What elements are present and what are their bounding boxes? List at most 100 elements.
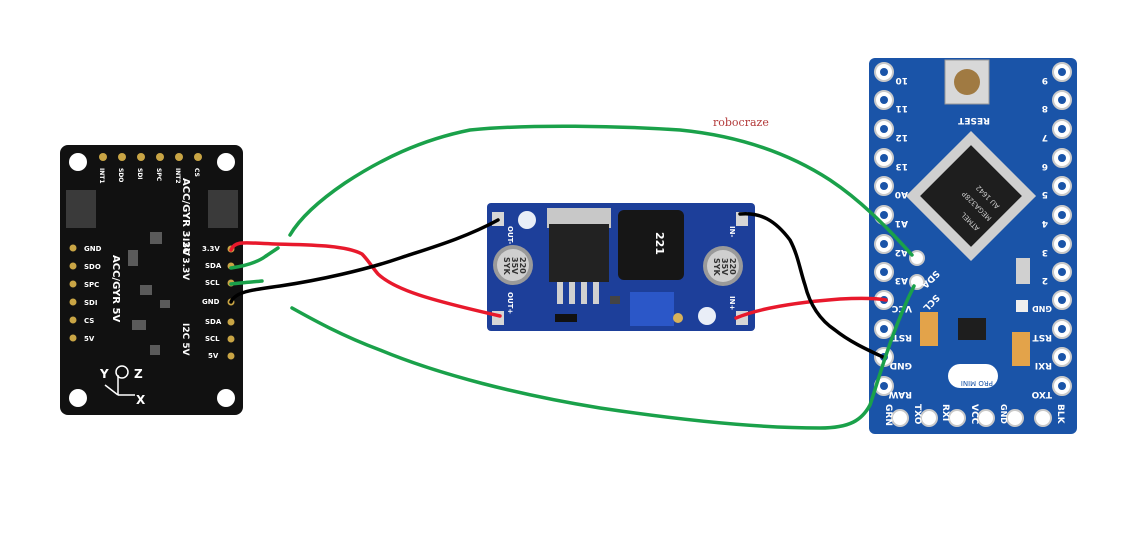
buck-converter-board: OUT- OUT+ IN- IN+ 221 220 35V SYK 220 35	[487, 203, 755, 331]
arduino-pro-mini-board: RESET ATMEL MEGA328P AU 1642 PRO MINI	[869, 58, 1077, 434]
imu-top-pin-int2: INT2	[174, 168, 181, 184]
arduino-reset-button-cap	[954, 69, 980, 95]
buck-mount-hole-tl	[518, 211, 536, 229]
arduino-bottom-header	[891, 409, 1052, 427]
arduino-right-pin-txo: TXO	[1031, 389, 1052, 399]
arduino-left-pin-vcc: VCC	[891, 303, 912, 313]
imu-i2c-33-label: I2C 3.3V	[180, 238, 190, 280]
buck-smd-1	[610, 296, 620, 304]
arduino-right-pin-rxi: RXI	[1035, 360, 1052, 370]
buck-label-in-minus: IN-	[728, 226, 736, 237]
buck-inductor	[618, 210, 684, 280]
imu-left-pin-gnd: GND	[84, 245, 102, 253]
imu-left-pin-spc: SPC	[84, 281, 99, 289]
arduino-left-pin-raw: RAW	[889, 389, 912, 399]
arduino-left-pin-11: 11	[895, 103, 908, 113]
arduino-left-pin-13: 13	[895, 161, 908, 171]
imu-left-header	[69, 244, 77, 342]
arduino-right-header	[1052, 62, 1072, 396]
buck-mount-hole-br	[698, 307, 716, 325]
imu-right-pin-scl: SCL	[205, 279, 220, 287]
arduino-cap-2	[1012, 332, 1030, 366]
arduino-right-pin-9: 9	[1042, 75, 1048, 85]
arduino-left-pin-gnd: GND	[890, 360, 912, 370]
arduino-bottom-pin-grn: GRN	[883, 404, 893, 426]
imu-axis-x: X	[136, 393, 146, 407]
imu-right-pin-sda-5v: SDA	[205, 318, 222, 326]
buck-cap-right-value: 220	[728, 258, 737, 275]
imu-i2c-5-label: I2C 5V	[180, 323, 190, 356]
arduino-reset-label: RESET	[957, 115, 990, 125]
imu-right-pin-3v3: 3.3V	[202, 245, 220, 253]
arduino-left-pin-a0: A0	[895, 189, 908, 199]
imu-left-pin-cs: CS	[84, 317, 94, 325]
imu-regulator-left	[66, 190, 96, 228]
imu-top-pin-sdi: SDI	[136, 168, 143, 180]
imu-left-pin-sdi: SDI	[84, 299, 97, 307]
imu-left-pin-5v: 5V	[84, 335, 95, 343]
buck-trimpot-screw	[673, 313, 683, 323]
imu-top-pin-int1: INT1	[98, 168, 105, 184]
buck-label-out-plus: OUT+	[506, 292, 514, 314]
arduino-cap-1	[920, 312, 938, 346]
imu-top-pin-sdo: SDO	[117, 168, 124, 182]
arduino-left-pin-a2: A2	[895, 247, 908, 257]
imu-board: INT1 SDO SDI SPC INT2 CS ACC/GYR 3.3V GN…	[60, 145, 243, 415]
arduino-right-pin-3: 3	[1042, 247, 1048, 257]
arduino-right-pin-4: 4	[1042, 218, 1048, 228]
buck-pad-in-minus	[736, 212, 748, 226]
wire-sda-imu-stub	[264, 246, 280, 258]
arduino-bottom-pin-vcc: VCC	[969, 404, 979, 425]
imu-axes-icon	[104, 365, 135, 396]
wire-ground-buck-to-arduino	[738, 211, 887, 360]
arduino-left-pin-rst: RST	[892, 332, 912, 342]
arduino-bottom-pin-blk: BLK	[1055, 404, 1065, 425]
imu-mount-hole-tl	[69, 153, 87, 171]
buck-cap-right-brand: SYK	[712, 258, 721, 277]
buck-capacitor-left	[493, 245, 533, 285]
imu-mount-hole-br	[217, 389, 235, 407]
imu-right-pin-sda: SDA	[205, 262, 222, 270]
imu-mount-hole-bl	[69, 389, 87, 407]
arduino-right-pin-6: 6	[1042, 161, 1048, 171]
arduino-badge-text: PRO MINI	[961, 379, 993, 387]
buck-regulator-ic	[547, 208, 611, 304]
arduino-bottom-pin-rxi: RXI	[940, 404, 950, 421]
arduino-right-pin-5: 5	[1042, 189, 1048, 199]
imu-mount-hole-tr	[217, 153, 235, 171]
imu-board-pcb	[60, 145, 243, 415]
wire-power-imu-to-buck	[229, 241, 502, 318]
arduino-left-pin-12: 12	[895, 132, 908, 142]
buck-label-out-minus: OUT-	[506, 226, 514, 244]
imu-regulator-right	[208, 190, 238, 228]
watermark: robocraze	[713, 116, 769, 129]
wire-scl-imu-to-arduino	[229, 279, 916, 430]
buck-inductor-label: 221	[653, 232, 666, 255]
buck-diode	[555, 314, 577, 322]
arduino-left-pin-10: 10	[895, 75, 908, 85]
buck-trimpot	[630, 292, 674, 326]
wire-power-buck-to-arduino	[734, 296, 888, 320]
buck-cap-left-value: 220	[518, 257, 527, 274]
arduino-left-pin-a1: A1	[895, 218, 908, 228]
arduino-right-pin-gnd: GND	[1032, 304, 1052, 313]
wire-sda-imu-to-arduino	[229, 124, 914, 270]
arduino-mcu-chip	[905, 130, 1037, 262]
arduino-right-pin-2: 2	[1042, 275, 1048, 285]
arduino-right-pin-rst: RST	[1032, 332, 1052, 342]
imu-subtitle: ACC/GYR 5V	[110, 255, 121, 322]
imu-axis-y: Y	[99, 367, 109, 381]
buck-cap-left-brand: SYK	[502, 257, 511, 276]
imu-right-pin-scl-5v: SCL	[205, 335, 220, 343]
arduino-left-pin-a3: A3	[895, 275, 908, 285]
imu-right-pin-5v: 5V	[208, 352, 219, 360]
imu-components	[128, 232, 170, 355]
wires	[229, 124, 916, 430]
arduino-bottom-pin-txo: TXO	[912, 404, 922, 425]
arduino-badge	[948, 364, 998, 388]
buck-cap-left-voltage: 35V	[510, 257, 519, 275]
buck-label-in-plus: IN+	[728, 296, 736, 310]
arduino-led	[1016, 300, 1028, 312]
imu-top-pin-cs: CS	[193, 168, 200, 177]
